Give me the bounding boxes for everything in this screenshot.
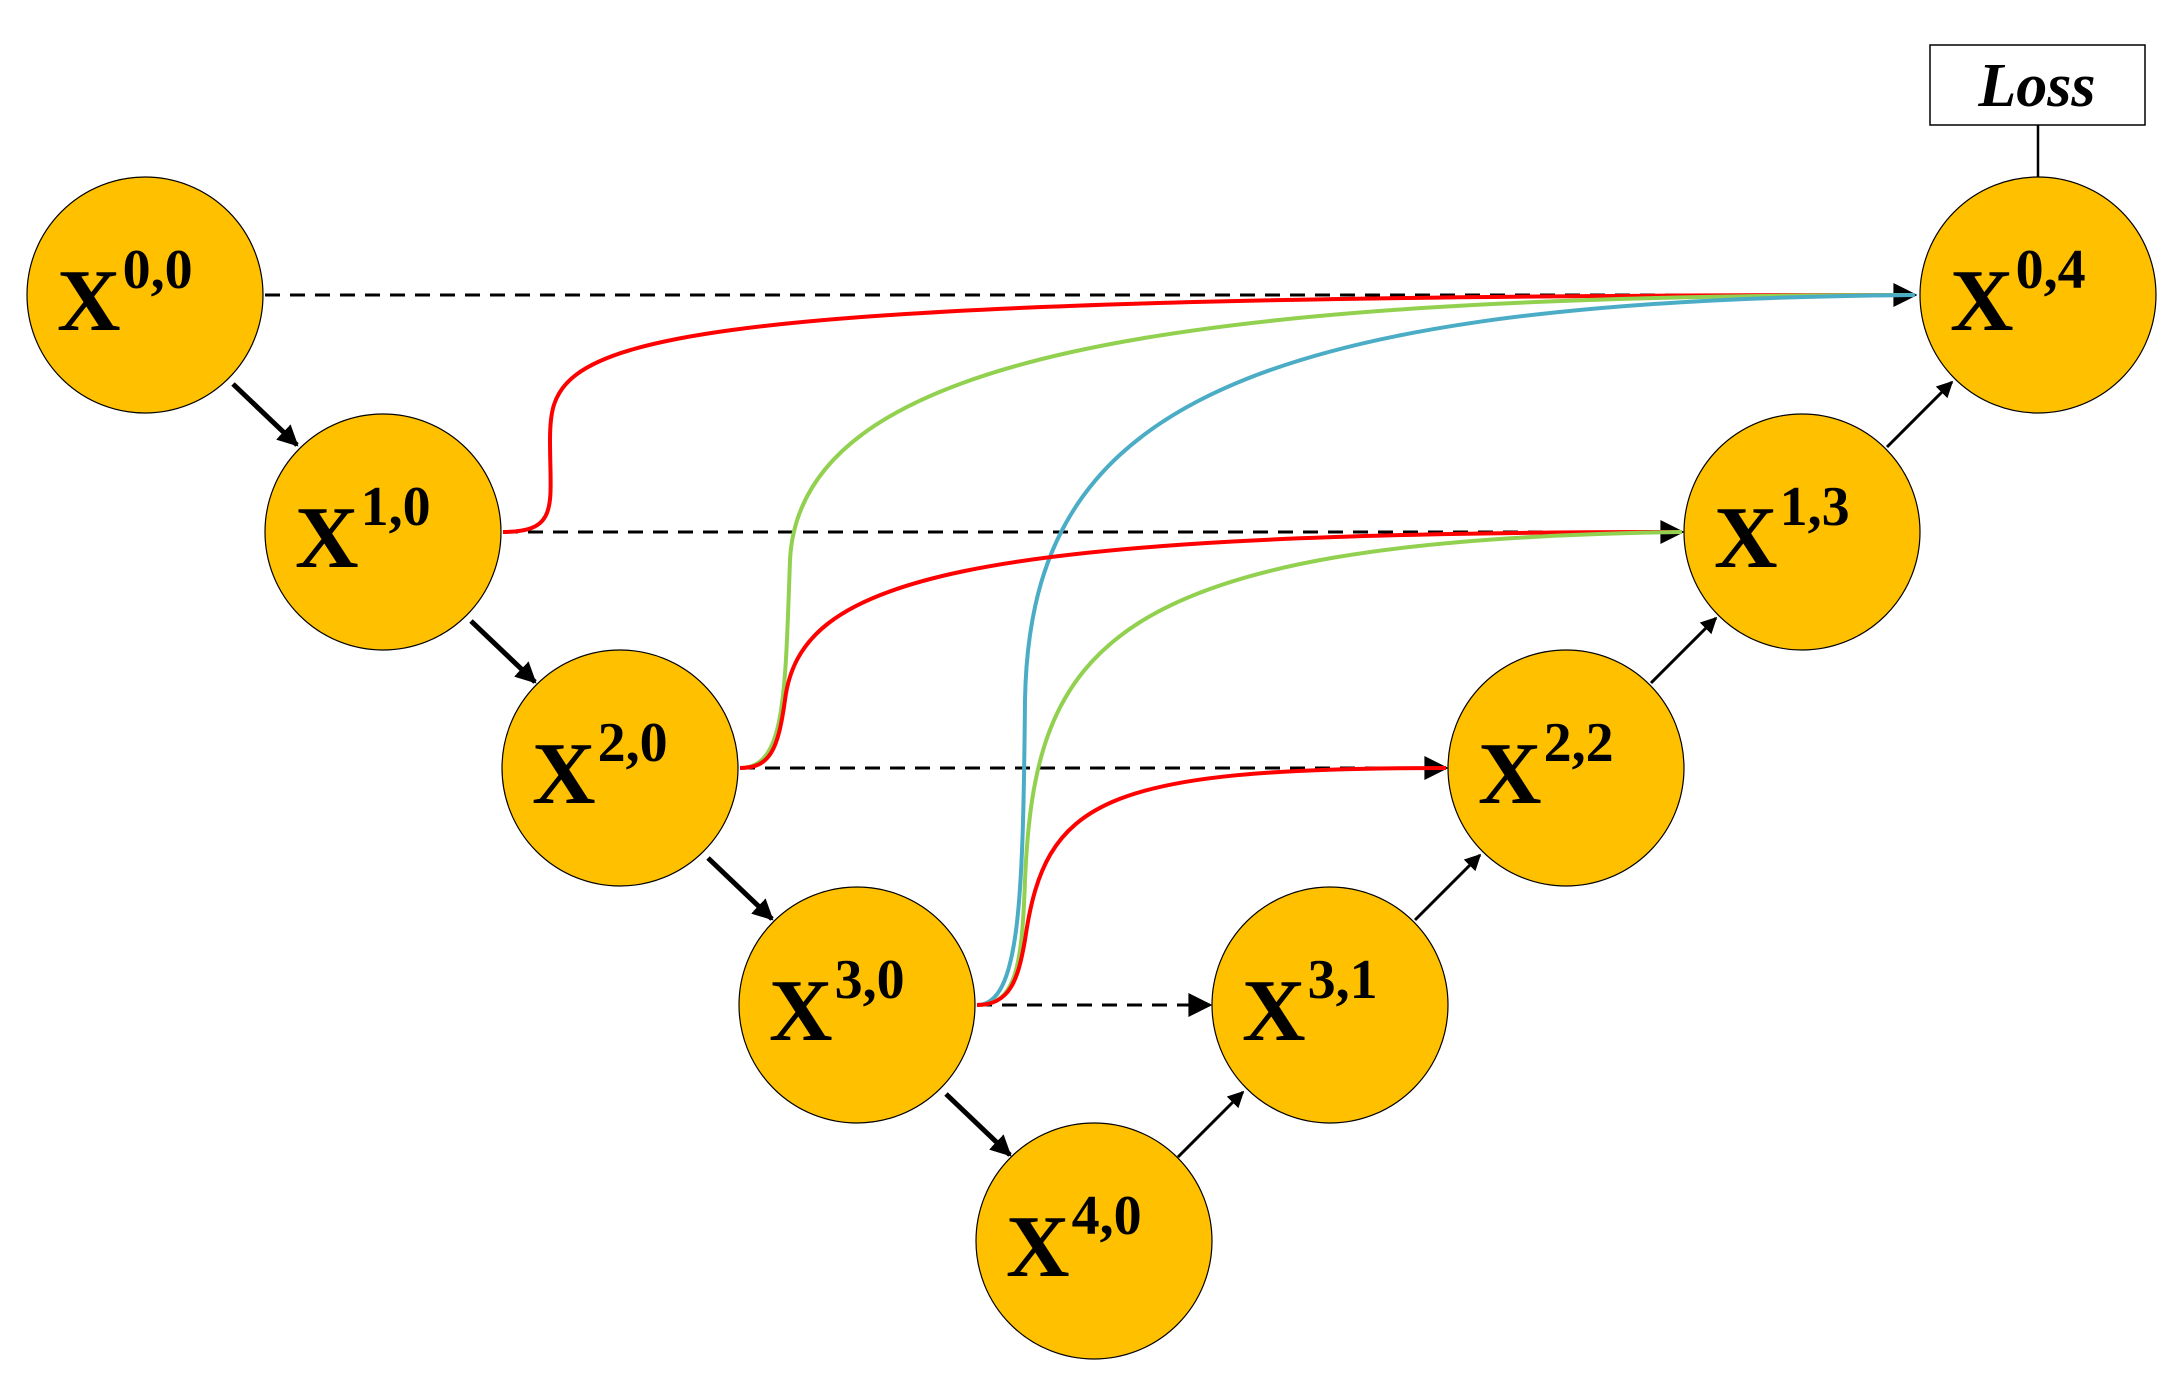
curve-red-x30-x22 — [976, 766, 1447, 1007]
node-label-superscript: 4,0 — [1072, 1185, 1142, 1247]
loss-label: Loss — [1977, 52, 2095, 120]
arrow-x22-x13 — [1649, 616, 1718, 685]
node-circle — [975, 1122, 1213, 1360]
node-circle — [264, 413, 502, 651]
node-x13: X1,3 — [1683, 413, 1921, 651]
node-label-superscript: 1,3 — [1780, 476, 1850, 538]
curve-red-x10-x04 — [502, 293, 1916, 534]
node-circle — [1447, 649, 1685, 887]
node-label: X2,2 — [1478, 712, 1614, 823]
node-label-base: X — [57, 253, 121, 350]
node-label-base: X — [1950, 253, 2014, 350]
node-x31: X3,1 — [1211, 886, 1449, 1124]
node-label-base: X — [1714, 490, 1778, 587]
curve-green-x20-x04 — [739, 293, 1916, 770]
node-label: X1,3 — [1714, 476, 1850, 587]
node-label-superscript: 2,0 — [598, 712, 668, 774]
curve-blue-x30-x04 — [976, 293, 1916, 1007]
arrow-x30-x40 — [944, 1092, 1012, 1157]
arrow-x00-x10 — [231, 382, 299, 447]
arrow-x31-x22 — [1413, 853, 1482, 922]
node-label: X0,4 — [1950, 239, 2086, 350]
node-label-base: X — [532, 726, 596, 823]
node-circle — [1683, 413, 1921, 651]
node-label-superscript: 1,0 — [361, 476, 431, 538]
node-label: X3,0 — [769, 949, 905, 1060]
node-x00: X0,0 — [26, 176, 264, 414]
loss-box — [1929, 44, 2146, 126]
node-label-base: X — [1478, 726, 1542, 823]
node-circle — [1211, 886, 1449, 1124]
node-x20: X2,0 — [501, 649, 739, 887]
node-label: X2,0 — [532, 712, 668, 823]
node-label-superscript: 3,1 — [1308, 949, 1378, 1011]
arrow-x10-x20 — [469, 619, 537, 684]
node-label: X3,1 — [1242, 949, 1378, 1060]
node-x10: X1,0 — [264, 413, 502, 651]
arrow-x20-x30 — [706, 856, 774, 921]
node-x40: X4,0 — [975, 1122, 1213, 1360]
node-label: X4,0 — [1006, 1185, 1142, 1296]
node-label-superscript: 0,0 — [123, 239, 193, 301]
node-label-base: X — [1006, 1199, 1070, 1296]
node-label-base: X — [295, 490, 359, 587]
node-label-base: X — [1242, 963, 1306, 1060]
node-label: X1,0 — [295, 476, 431, 587]
node-circle — [501, 649, 739, 887]
curve-red-x20-x13 — [739, 530, 1683, 770]
node-x22: X2,2 — [1447, 649, 1685, 887]
node-circle — [738, 886, 976, 1124]
arrow-x13-x04 — [1885, 380, 1954, 449]
node-label-base: X — [769, 963, 833, 1060]
node-x04: X0,4 — [1919, 176, 2157, 414]
node-label: X0,0 — [57, 239, 193, 350]
node-label-superscript: 0,4 — [2016, 239, 2086, 301]
node-x30: X3,0 — [738, 886, 976, 1124]
node-label-superscript: 2,2 — [1544, 712, 1614, 774]
arrow-x40-x31 — [1176, 1090, 1245, 1159]
node-label-superscript: 3,0 — [835, 949, 905, 1011]
node-circle — [1919, 176, 2157, 414]
node-circle — [26, 176, 264, 414]
